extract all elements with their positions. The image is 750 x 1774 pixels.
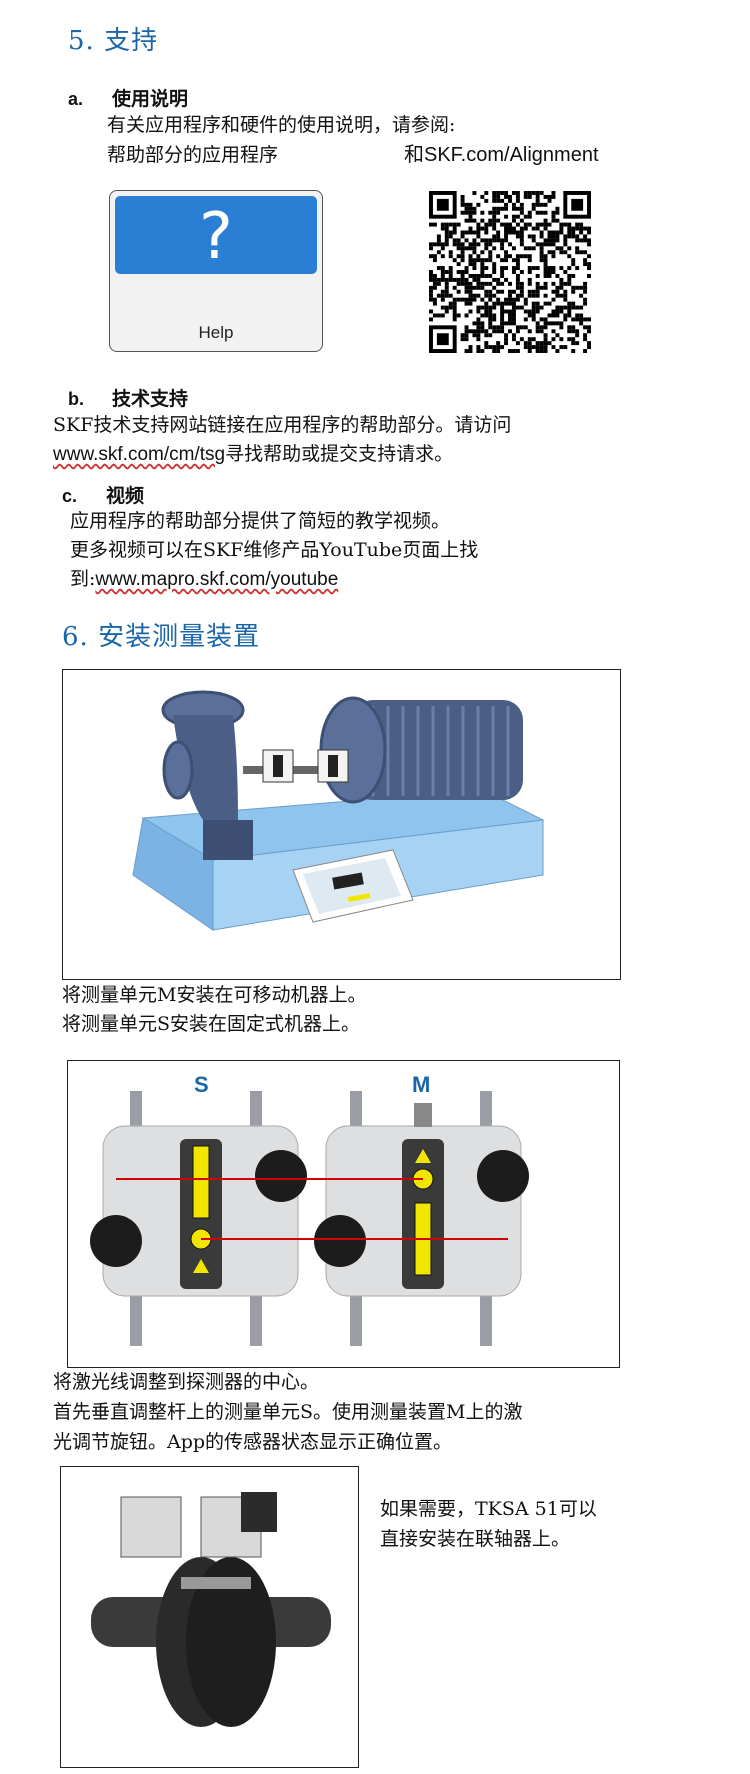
help-blue-panel: ? <box>115 196 317 274</box>
subsection-a-letter: a. <box>68 89 84 109</box>
units-image: S M <box>67 1060 620 1368</box>
usage-line-2-left: 帮助部分的应用程序 <box>107 144 279 166</box>
machine-setup-drawing <box>63 670 620 979</box>
subsection-b-title: 技术支持 <box>112 388 189 410</box>
side-note-line-1: 如果需要，TKSA 51可以 <box>380 1498 597 1520</box>
subsection-c-title: 视频 <box>106 485 145 507</box>
subsection-b-letter: b. <box>68 389 84 409</box>
caption-unit-m: 将测量单元M安装在可移动机器上。 <box>62 984 367 1006</box>
tsg-link[interactable]: www.skf.com/cm/tsg <box>53 444 226 465</box>
support-line-2: www.skf.com/cm/tsg寻找帮助或提交支持请求。 <box>53 440 453 469</box>
subsection-b-heading: b. 技术支持 <box>68 384 188 411</box>
section-6-title: 6. 安装测量装置 <box>62 622 261 652</box>
caption-adjust-1: 首先垂直调整杆上的测量单元S。使用测量装置M上的激 <box>53 1401 523 1423</box>
units-drawing: S M <box>68 1061 619 1367</box>
subsection-a-heading: a. 使用说明 <box>68 84 188 111</box>
subsection-a-title: 使用说明 <box>112 88 189 110</box>
section-5-title: 5. 支持 <box>68 26 159 56</box>
caption-laser-center: 将激光线调整到探测器的中心。 <box>53 1371 320 1393</box>
help-label: Help <box>198 323 234 342</box>
unit-s-label: S <box>194 1072 209 1097</box>
support-line-2-rest: 寻找帮助或提交支持请求。 <box>225 443 454 465</box>
video-line-1: 应用程序的帮助部分提供了简短的教学视频。 <box>70 510 451 532</box>
side-note-line-2: 直接安装在联轴器上。 <box>380 1528 571 1550</box>
machine-setup-image <box>62 669 621 980</box>
subsection-c-heading: c. 视频 <box>62 481 144 508</box>
coupling-image <box>60 1466 359 1768</box>
usage-line-2-right: 和SKF.com/Alignment <box>404 144 599 166</box>
unit-m-label: M <box>412 1072 430 1097</box>
question-mark-icon: ? <box>199 200 233 274</box>
help-button-illustration: ? Help <box>109 190 323 352</box>
support-line-1: SKF技术支持网站链接在应用程序的帮助部分。请访问 <box>53 414 512 436</box>
caption-unit-s: 将测量单元S安装在固定式机器上。 <box>62 1013 361 1035</box>
qr-code-image <box>429 191 591 353</box>
video-line-3-prefix: 到: <box>70 568 96 590</box>
usage-line-1: 有关应用程序和硬件的使用说明，请参阅: <box>107 114 456 136</box>
caption-adjust-2: 光调节旋钮。App的传感器状态显示正确位置。 <box>53 1431 453 1453</box>
coupling-drawing <box>61 1467 358 1767</box>
youtube-link[interactable]: www.mapro.skf.com/youtube <box>95 569 339 590</box>
subsection-c-letter: c. <box>62 486 78 506</box>
video-line-3: 到:www.mapro.skf.com/youtube <box>70 565 338 594</box>
video-line-2: 更多视频可以在SKF维修产品YouTube页面上找 <box>70 539 479 561</box>
